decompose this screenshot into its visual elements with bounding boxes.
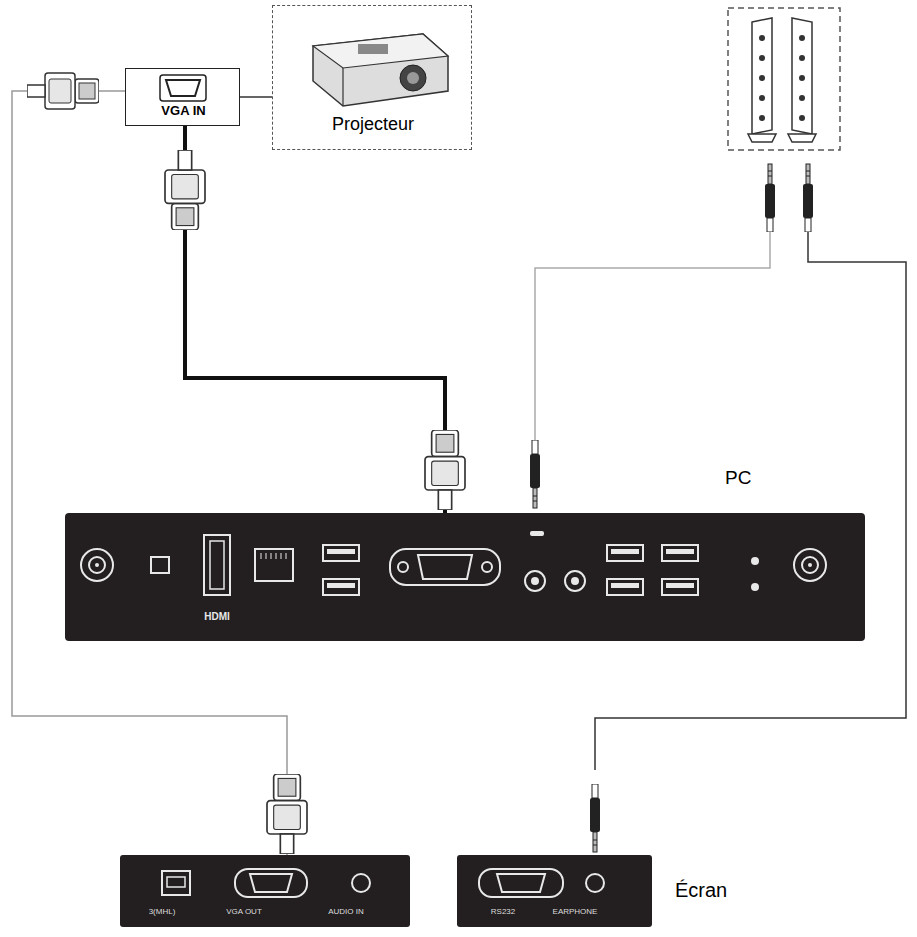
cable [185, 126, 445, 513]
projector-box: Projecteur [272, 5, 472, 150]
screen-panel: 3(MHL) VGA OUT AUDIO IN [120, 855, 410, 927]
port-label: HDMI [204, 611, 230, 622]
node-label: Projecteur [273, 114, 473, 135]
cable [12, 91, 287, 855]
screen2-icon [457, 855, 652, 927]
node-label: AUDIO IN [328, 907, 364, 916]
screen-panel: RS232EARPHONEÉcran [457, 855, 652, 927]
node-label: VGA OUT [226, 907, 262, 916]
node-label: Écran [675, 879, 727, 902]
screen1-icon [120, 855, 410, 927]
node-label: RS232 [491, 907, 515, 916]
node-label: PC [725, 467, 751, 489]
node-label: EARPHONE [553, 907, 598, 916]
node-label: 3(MHL) [149, 907, 176, 916]
pcports-icon [65, 513, 865, 641]
pc-panel: PCHDMI [65, 513, 865, 641]
vgaport-icon [126, 69, 241, 127]
node-label: VGA IN [126, 103, 241, 118]
port-label-box: VGA IN [125, 68, 240, 126]
